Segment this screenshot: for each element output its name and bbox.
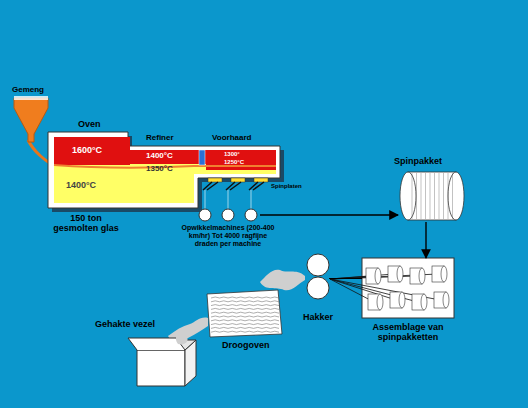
drying-oven xyxy=(207,290,282,337)
annotation-label: 1600°C xyxy=(72,145,102,155)
node-label: Spinpakket xyxy=(394,156,442,166)
fiber-pile xyxy=(176,334,188,344)
drying-oven-node: Droogoven xyxy=(206,290,282,337)
flow-connector xyxy=(260,214,398,215)
annotation-label: Gemeng xyxy=(12,86,44,95)
node-label: Assemblage van spinpakketten xyxy=(356,322,460,342)
fibers xyxy=(203,182,264,190)
winder xyxy=(245,209,257,221)
fiber-puff xyxy=(260,270,305,291)
box xyxy=(128,338,196,386)
annotation-label: 1350°C xyxy=(146,165,173,174)
node-label: Hakker xyxy=(303,312,333,322)
node-label: Gehakte vezel xyxy=(95,319,155,329)
winder-group: Opwikkelmachines (200-400 km/hr) Tot 400… xyxy=(196,208,260,222)
divider xyxy=(199,150,205,165)
fiber-puff xyxy=(168,318,208,341)
node-label: Droogoven xyxy=(222,340,270,350)
filament xyxy=(205,190,251,209)
roller xyxy=(307,277,329,299)
annotation-label: Oven xyxy=(78,119,101,129)
spool-node: Spinpakket xyxy=(398,170,464,222)
winder xyxy=(222,209,234,221)
annotation-label: 1300° xyxy=(224,151,240,158)
flow-connector xyxy=(425,222,426,258)
bushing xyxy=(208,178,222,182)
melting-zone xyxy=(54,137,130,165)
annotation-label: 1250°C xyxy=(224,159,244,166)
furnace-outline xyxy=(48,132,280,208)
winder xyxy=(199,209,211,221)
node-label: Opwikkelmachines (200-400 km/hr) Tot 400… xyxy=(178,224,278,247)
annotation-label: 1400°C xyxy=(66,180,96,190)
flow-connector xyxy=(329,278,362,279)
hopper xyxy=(14,98,48,142)
annotation-label: Voorhaard xyxy=(212,134,251,143)
box-node: Gehakte vezel xyxy=(137,338,196,386)
chopper-rollers: Hakker xyxy=(307,254,329,299)
bushing xyxy=(254,178,268,182)
annotation-label: Spinplaten xyxy=(271,183,302,190)
assembly-box: Assemblage van spinpakketten xyxy=(362,258,454,318)
hopper-rim xyxy=(14,96,48,100)
annotation-label: Refiner xyxy=(146,134,174,143)
roller xyxy=(307,254,329,276)
annotation-label: 150 ton gesmolten glas xyxy=(50,213,122,233)
bushing xyxy=(231,178,245,182)
annotation-label: 1400°C xyxy=(146,152,173,161)
spool xyxy=(400,172,464,220)
